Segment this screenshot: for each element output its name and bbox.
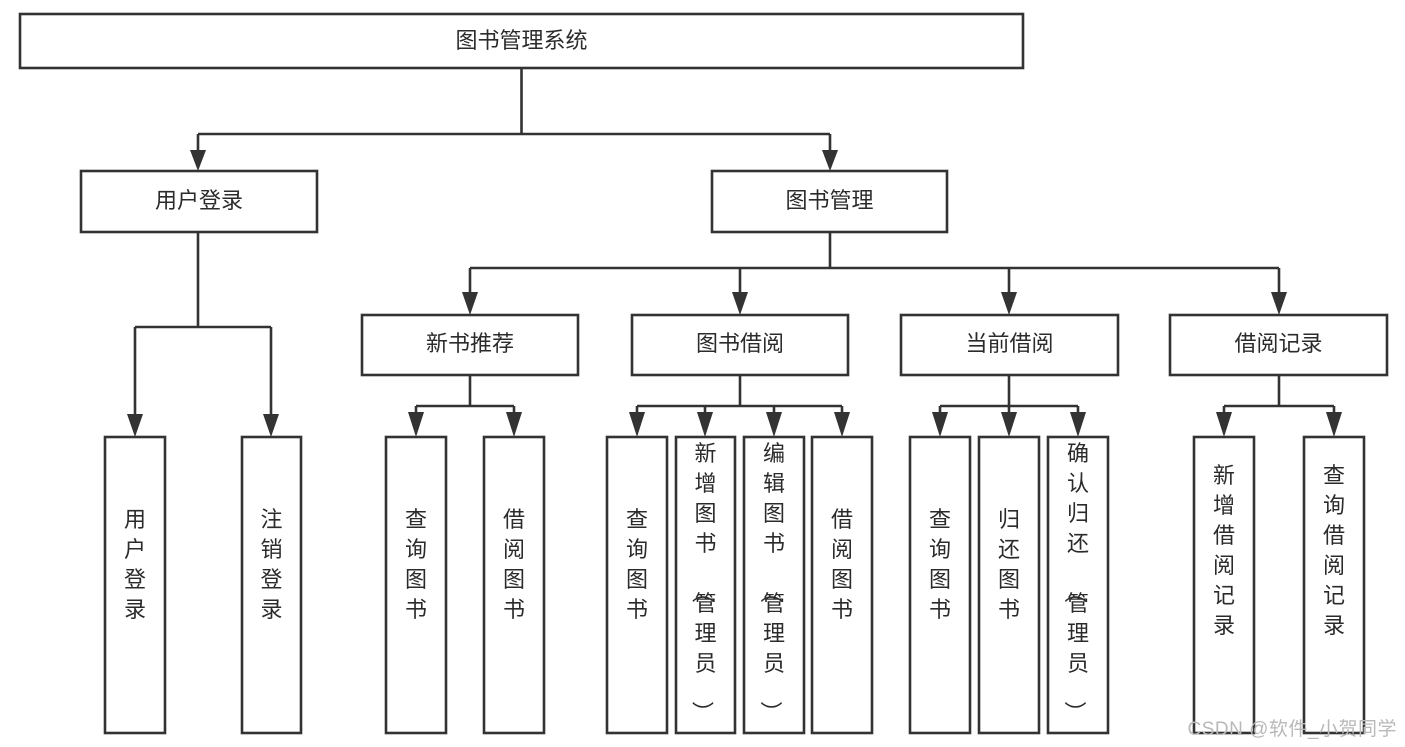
node-leaf-edit-book[interactable]: 编辑图书（管理员） — [742, 435, 806, 735]
connector-layer — [127, 68, 1342, 437]
arrow-to-new-book — [462, 292, 478, 315]
node-leaf-borrow-book-1[interactable]: 借阅图书 — [482, 435, 546, 735]
node-current-borrow-box[interactable] — [899, 313, 1120, 377]
arrow-to-book-borrow — [732, 292, 748, 315]
arrow-to-leaf-add-book — [697, 412, 713, 437]
node-leaf-logout-login-box[interactable] — [240, 435, 303, 735]
node-leaf-query-book-2-box[interactable] — [605, 435, 669, 735]
node-book-management-label: 图书管理 — [785, 188, 873, 213]
node-root-box[interactable] — [18, 12, 1025, 70]
arrow-to-leaf-edit-book — [766, 412, 782, 437]
node-leaf-query-book-1-box[interactable] — [384, 435, 448, 735]
node-leaf-logout-login[interactable]: 注销登录 — [240, 435, 303, 735]
node-leaf-confirm-return-label: 确认归还（管理员） — [1062, 441, 1089, 723]
node-leaf-query-book-3[interactable]: 查询图书 — [908, 435, 972, 735]
arrow-to-leaf-query-book-3 — [932, 412, 948, 437]
arrow-to-leaf-query-book-2 — [629, 412, 645, 437]
node-current-borrow[interactable]: 当前借阅 — [899, 313, 1120, 377]
node-leaf-borrow-book-2-box[interactable] — [810, 435, 874, 735]
node-leaf-query-book-1-label: 查询图书 — [405, 507, 427, 622]
arrow-to-leaf-borrow-book-2 — [834, 412, 850, 437]
node-leaf-borrow-book-2[interactable]: 借阅图书 — [810, 435, 874, 735]
node-new-book-recommend-label: 新书推荐 — [426, 331, 514, 356]
arrow-to-leaf-query-book-1 — [408, 412, 424, 437]
node-leaf-edit-book-box[interactable] — [742, 435, 806, 735]
node-user-login[interactable]: 用户登录 — [79, 169, 319, 234]
node-leaf-add-record[interactable]: 新增借阅记录 — [1192, 435, 1256, 735]
arrow-to-leaf-user-login — [127, 414, 143, 437]
node-leaf-query-record[interactable]: 查询借阅记录 — [1302, 435, 1366, 735]
arrow-to-leaf-borrow-book-1 — [506, 412, 522, 437]
node-leaf-return-book-label: 归还图书 — [998, 507, 1020, 622]
arrow-to-borrow-record — [1271, 292, 1287, 315]
arrow-to-book-management — [822, 150, 838, 171]
node-leaf-logout-login-label: 注销登录 — [260, 507, 282, 622]
node-borrow-record-box[interactable] — [1168, 313, 1389, 377]
node-root-label: 图书管理系统 — [455, 28, 587, 53]
node-new-book-recommend[interactable]: 新书推荐 — [360, 313, 580, 377]
arrow-to-leaf-confirm-return — [1070, 412, 1086, 437]
node-leaf-add-book[interactable]: 新增图书（管理员） — [674, 435, 737, 735]
node-user-login-box[interactable] — [79, 169, 319, 234]
node-user-login-label: 用户登录 — [155, 188, 243, 213]
node-leaf-user-login[interactable]: 用户登录 — [103, 435, 167, 735]
node-leaf-borrow-book-2-label: 借阅图书 — [831, 507, 853, 622]
arrow-to-leaf-return-book — [1001, 412, 1017, 437]
node-borrow-record[interactable]: 借阅记录 — [1168, 313, 1389, 377]
node-leaf-query-book-2-label: 查询图书 — [626, 507, 648, 622]
arrow-to-current-borrow — [1001, 292, 1017, 315]
node-book-management[interactable]: 图书管理 — [710, 169, 949, 234]
node-leaf-confirm-return-box[interactable] — [1046, 435, 1110, 735]
node-borrow-record-label: 借阅记录 — [1234, 331, 1322, 356]
node-root[interactable]: 图书管理系统 — [18, 12, 1025, 70]
node-book-borrow-label: 图书借阅 — [696, 331, 784, 356]
arrow-to-leaf-logout-login — [263, 414, 279, 437]
arrow-to-leaf-add-record — [1216, 412, 1232, 437]
node-leaf-borrow-book-1-label: 借阅图书 — [503, 507, 525, 622]
node-leaf-add-book-box[interactable] — [674, 435, 737, 735]
node-book-borrow[interactable]: 图书借阅 — [630, 313, 850, 377]
node-new-book-recommend-box[interactable] — [360, 313, 580, 377]
node-leaf-return-book-box[interactable] — [977, 435, 1041, 735]
node-leaf-user-login-label: 用户登录 — [124, 507, 146, 622]
node-leaf-edit-book-label: 编辑图书（管理员） — [758, 441, 785, 723]
node-leaf-query-book-2[interactable]: 查询图书 — [605, 435, 669, 735]
arrow-to-leaf-query-record — [1326, 412, 1342, 437]
node-book-borrow-box[interactable] — [630, 313, 850, 377]
node-leaf-add-record-box[interactable] — [1192, 435, 1256, 735]
node-leaf-user-login-box[interactable] — [103, 435, 167, 735]
node-leaf-add-book-label: 新增图书（管理员） — [689, 441, 716, 723]
node-leaf-confirm-return[interactable]: 确认归还（管理员） — [1046, 435, 1110, 735]
node-leaf-return-book[interactable]: 归还图书 — [977, 435, 1041, 735]
node-leaf-query-record-label: 查询借阅记录 — [1323, 463, 1345, 638]
node-current-borrow-label: 当前借阅 — [965, 331, 1053, 356]
node-leaf-add-record-label: 新增借阅记录 — [1213, 463, 1235, 638]
node-leaf-query-book-1[interactable]: 查询图书 — [384, 435, 448, 735]
node-book-management-box[interactable] — [710, 169, 949, 234]
node-leaf-borrow-book-1-box[interactable] — [482, 435, 546, 735]
node-leaf-query-book-3-box[interactable] — [908, 435, 972, 735]
node-leaf-query-book-3-label: 查询图书 — [929, 507, 951, 622]
arrow-to-user-login — [190, 150, 206, 171]
node-leaf-query-record-box[interactable] — [1302, 435, 1366, 735]
